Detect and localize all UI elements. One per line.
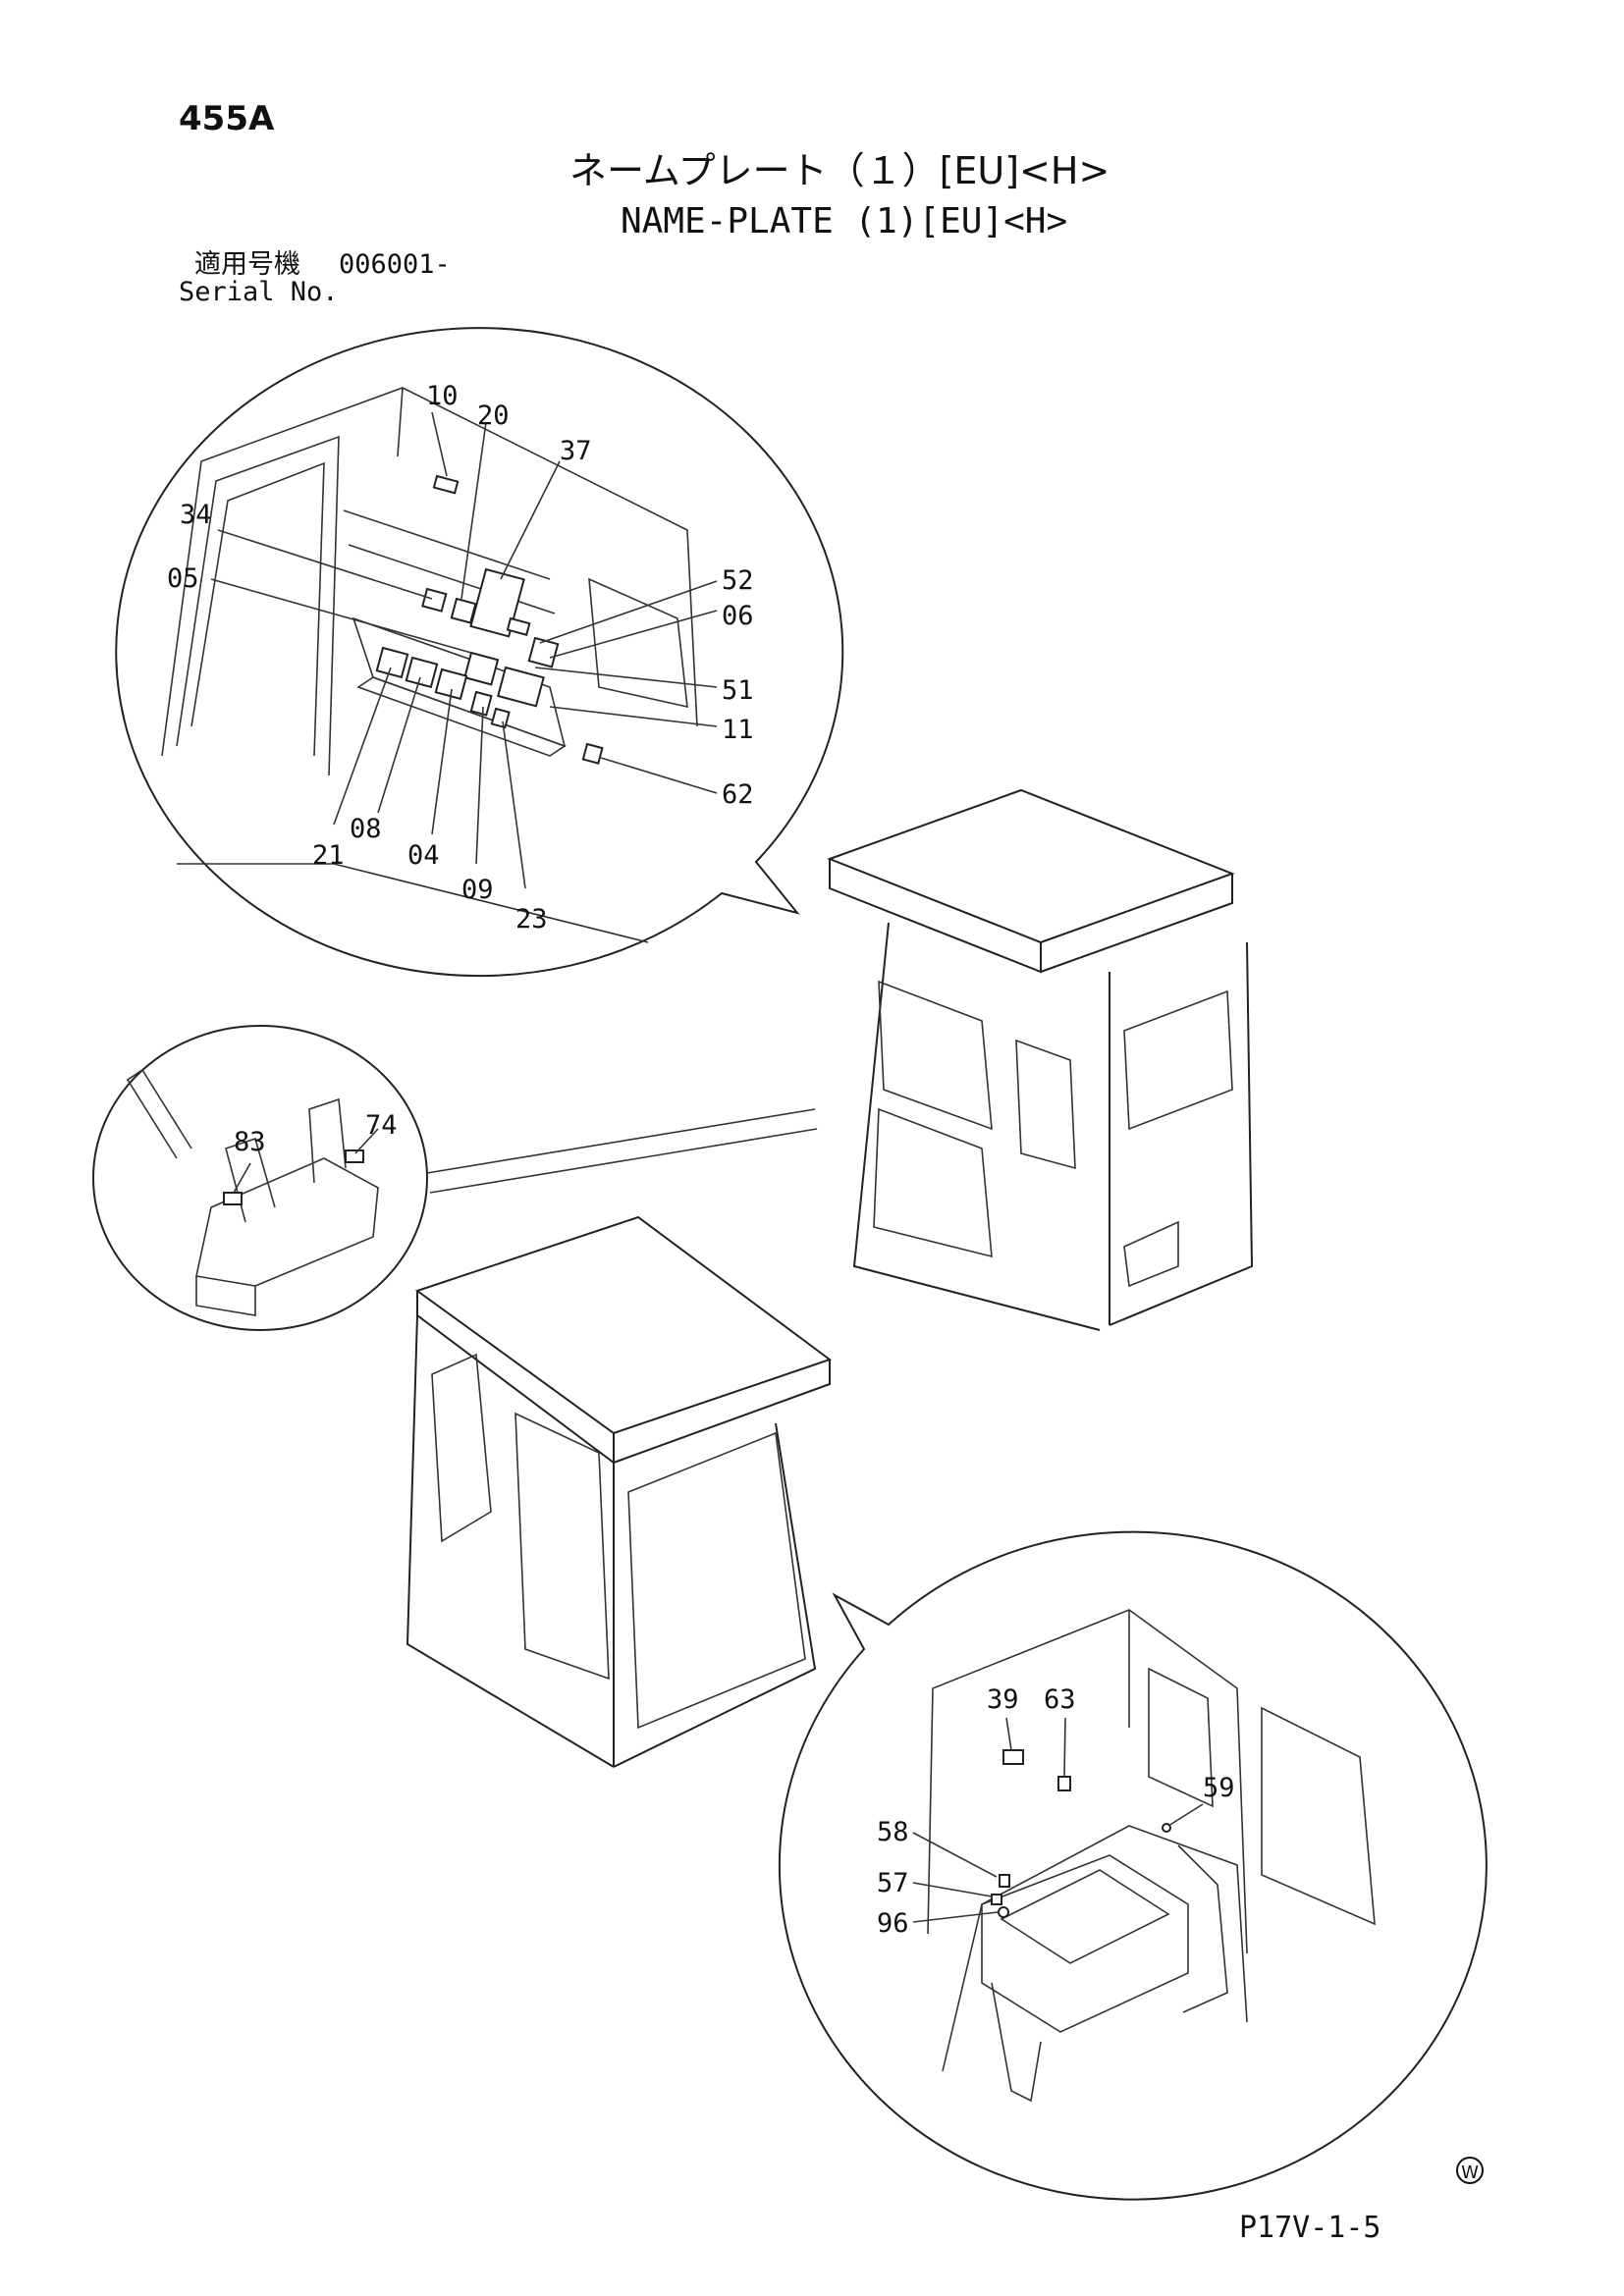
callout-06: 06	[722, 601, 754, 631]
cab-view-middle	[406, 1215, 833, 1768]
callout-21: 21	[312, 840, 345, 871]
serial-value: 006001-	[339, 249, 451, 280]
detail-balloon-levers	[92, 1025, 818, 1331]
callout-58: 58	[877, 1817, 909, 1847]
callout-96: 96	[877, 1908, 909, 1939]
callout-04: 04	[407, 840, 440, 871]
footer-mark: W	[1456, 2157, 1484, 2184]
callout-05: 05	[167, 563, 199, 594]
callout-39: 39	[987, 1684, 1019, 1715]
svg-text:W: W	[1461, 2163, 1479, 2183]
callout-20: 20	[477, 400, 510, 431]
callout-62: 62	[722, 779, 754, 810]
callout-37: 37	[560, 436, 592, 466]
title-japanese: ネームプレート（１）[EU]<H>	[569, 149, 1110, 192]
callout-08: 08	[350, 814, 382, 844]
callout-57: 57	[877, 1868, 909, 1898]
callout-59: 59	[1203, 1773, 1235, 1803]
callout-09: 09	[461, 875, 494, 905]
drawing-code: P17V-1-5	[1239, 2211, 1381, 2245]
serial-label-english: Serial No.	[179, 277, 339, 307]
callout-83: 83	[234, 1127, 266, 1157]
callout-23: 23	[515, 904, 548, 934]
detail-balloon-console	[778, 1530, 1488, 2201]
cab-view-upper-right	[827, 788, 1254, 1331]
callout-11: 11	[722, 715, 754, 745]
page-number: 455A	[179, 99, 275, 138]
callout-51: 51	[722, 675, 754, 706]
serial-label-japanese: 適用号機	[194, 249, 300, 280]
callout-74: 74	[365, 1110, 398, 1141]
callout-52: 52	[722, 565, 754, 596]
callout-63: 63	[1044, 1684, 1076, 1715]
callout-34: 34	[180, 500, 212, 530]
detail-balloon-top	[115, 327, 844, 978]
callout-10: 10	[426, 381, 459, 411]
title-english: NAME-PLATE (1)[EU]<H>	[621, 201, 1068, 241]
callout-labels: 10 20 37 34 05 52 06 51 11 62 21 08 04 0…	[167, 381, 1235, 1939]
